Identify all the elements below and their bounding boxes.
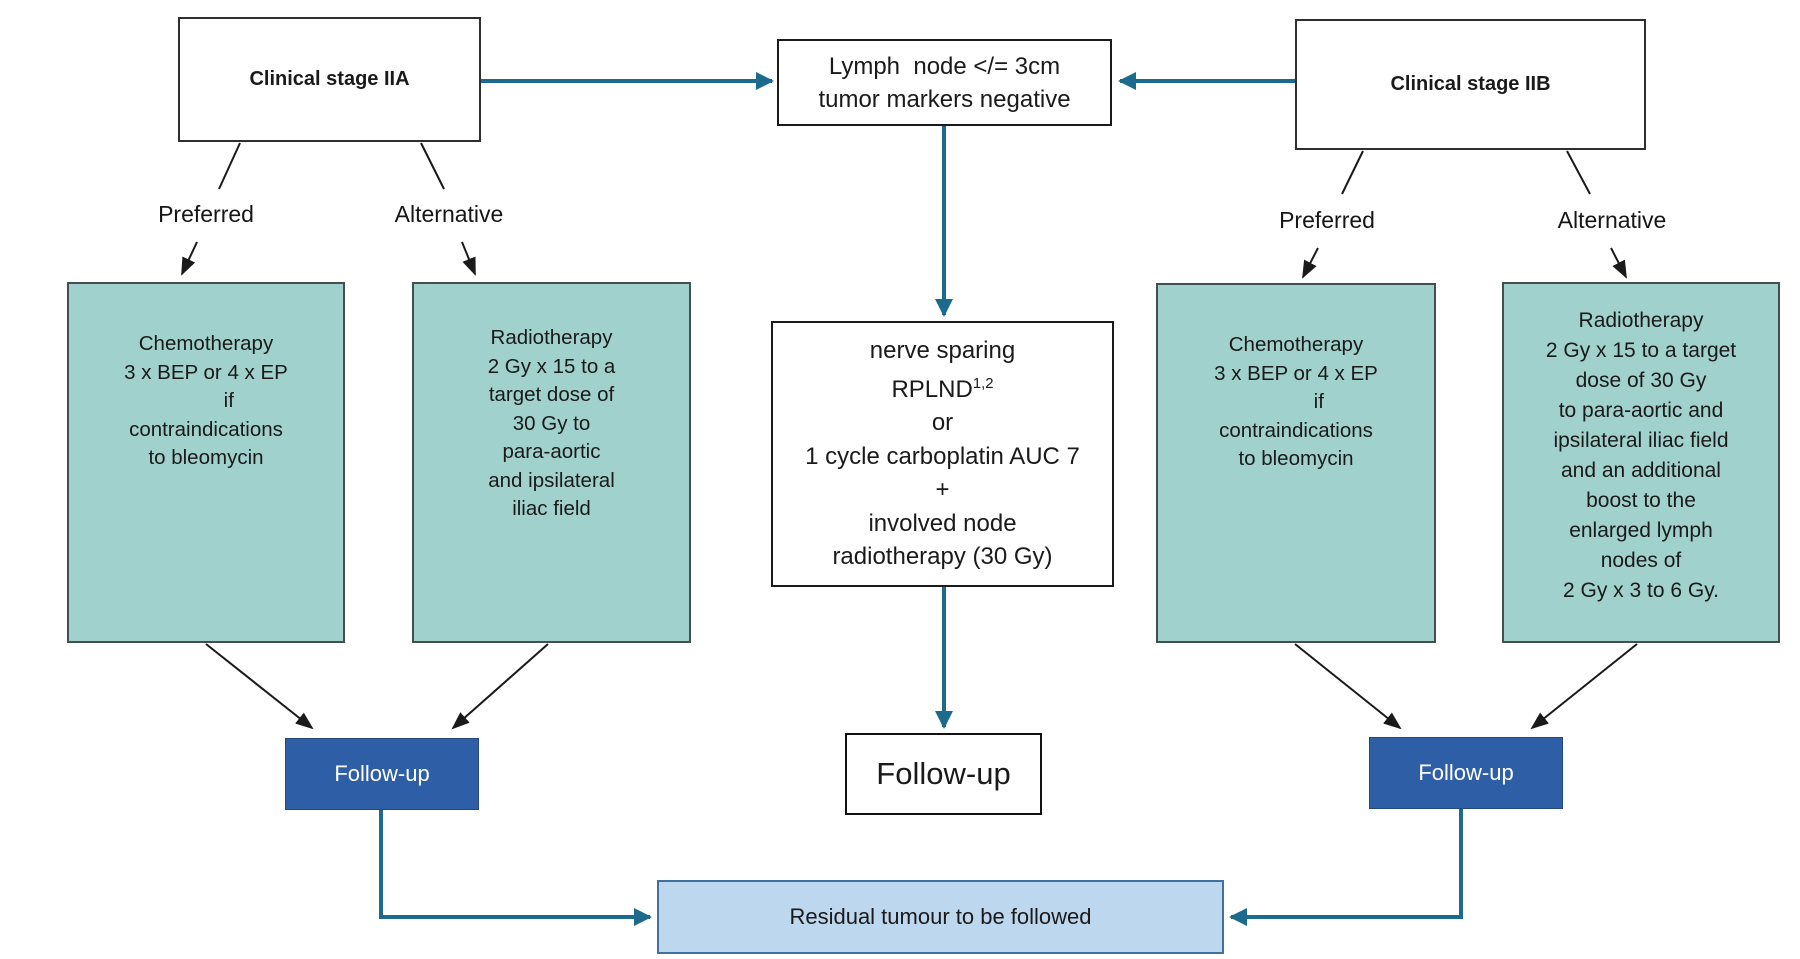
surgery-line7: radiotherapy (30 Gy) xyxy=(832,543,1053,571)
iib-radiotherapy-text: Radiotherapy 2 Gy x 15 to a target dose … xyxy=(1545,309,1737,602)
line-iib-to-alternative xyxy=(1566,150,1591,195)
surgery-line4: 1 cycle carboplatin AUC 7 xyxy=(805,442,1080,470)
label-iia-preferred: Preferred xyxy=(158,201,254,227)
arrow-iia-radio-to-followup xyxy=(451,643,549,730)
line-iia-to-alternative xyxy=(420,142,445,190)
followup-center-label: Follow-up xyxy=(876,756,1011,791)
label-iib-preferred: Preferred xyxy=(1279,207,1375,233)
surgery-line1: nerve sparing xyxy=(869,337,1016,365)
criteria-box: Lymph node </= 3cm tumor markers negativ… xyxy=(777,39,1112,126)
arrow-iib-chemo-to-followup xyxy=(1294,643,1402,730)
label-iia-alternative: Alternative xyxy=(394,201,504,227)
connector-followup-left-to-residual xyxy=(379,810,652,926)
stage-iib-box: Clinical stage IIB xyxy=(1295,19,1646,150)
surgery-line6: involved node xyxy=(868,509,1017,537)
iia-radiotherapy-box: Radiotherapy 2 Gy x 15 to a target dose … xyxy=(412,282,691,643)
iib-chemotherapy-box: Chemotherapy 3 x BEP or 4 x EP if contra… xyxy=(1156,283,1436,643)
residual-tumour-label: Residual tumour to be followed xyxy=(789,904,1092,929)
iia-radiotherapy-text: Radiotherapy 2 Gy x 15 to a target dose … xyxy=(487,326,616,520)
followup-left-label: Follow-up xyxy=(334,761,430,786)
surgery-box: nerve sparing RPLND1,2 or 1 cycle carbop… xyxy=(771,321,1114,587)
arrow-preferred-to-iia-chemo xyxy=(181,241,198,276)
followup-right-box: Follow-up xyxy=(1369,737,1563,809)
iia-chemotherapy-box: Chemotherapy 3 x BEP or 4 x EP if contra… xyxy=(67,282,345,643)
stage-iib-title: Clinical stage IIB xyxy=(1390,73,1551,95)
arrow-alternative-to-iib-radio xyxy=(1610,247,1627,279)
connector-followup-right-to-residual xyxy=(1229,809,1463,926)
arrow-alternative-to-iia-radio xyxy=(461,241,476,276)
surgery-line5: + xyxy=(935,476,950,504)
followup-center-box: Follow-up xyxy=(845,733,1042,815)
followup-left-box: Follow-up xyxy=(285,738,479,810)
stage-iia-box: Clinical stage IIA xyxy=(178,17,481,142)
stage-iia-title: Clinical stage IIA xyxy=(249,68,410,90)
followup-right-label: Follow-up xyxy=(1418,760,1514,785)
criteria-line2: tumor markers negative xyxy=(818,85,1071,113)
label-iib-alternative: Alternative xyxy=(1557,207,1667,233)
residual-tumour-box: Residual tumour to be followed xyxy=(657,880,1224,954)
iib-chemotherapy-text: Chemotherapy 3 x BEP or 4 x EP if contra… xyxy=(1214,333,1378,470)
arrow-iia-chemo-to-followup xyxy=(205,643,314,730)
arrow-preferred-to-iib-chemo xyxy=(1302,247,1319,279)
surgery-line3: or xyxy=(931,409,954,437)
line-iia-to-preferred xyxy=(218,142,241,190)
iib-radiotherapy-box: Radiotherapy 2 Gy x 15 to a target dose … xyxy=(1502,282,1780,643)
iia-chemotherapy-text: Chemotherapy 3 x BEP or 4 x EP if contra… xyxy=(124,332,288,469)
surgery-line2-base: RPLND xyxy=(891,375,973,403)
arrow-iib-radio-to-followup xyxy=(1530,643,1638,730)
line-iib-to-preferred xyxy=(1341,150,1364,195)
surgery-line2-superscript: 1,2 xyxy=(972,375,994,392)
surgery-line2: RPLND1,2 xyxy=(891,368,993,407)
criteria-line1: Lymph node </= 3cm xyxy=(828,52,1061,80)
